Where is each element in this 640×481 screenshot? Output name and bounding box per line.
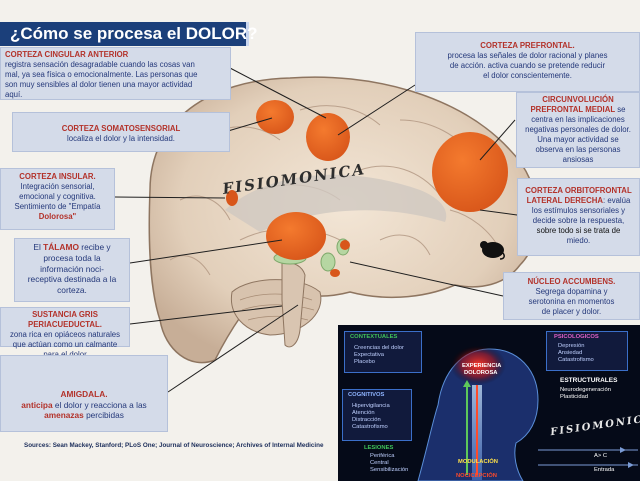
box-text: se xyxy=(615,104,626,114)
nocicepcion-label: NOCICEPCIÓN xyxy=(456,473,497,479)
box-line: mal, ya sea física o emocionalmente. Las… xyxy=(5,69,198,79)
box-text: el dolor y reacciona a las xyxy=(52,399,147,410)
page-title: ¿Cómo se procesa el DOLOR? xyxy=(10,24,258,43)
box-line: Integración sensorial, xyxy=(20,181,95,191)
box-sustancia-gris: SUSTANCIA GRIS PERIACUEDUCTAL. zona rica… xyxy=(0,307,130,359)
box-corteza-prefrontal: CORTEZA PREFRONTAL. procesa las señales … xyxy=(415,32,640,92)
box-line: zona rica en opiáceos naturales xyxy=(9,329,121,339)
estructurales-item: Neurodegeneración xyxy=(560,387,611,393)
head-silhouette xyxy=(417,345,638,481)
box-text: recibe y xyxy=(78,242,111,252)
box-line: información noci- xyxy=(40,263,104,274)
modulacion-label: MODULACIÓN xyxy=(458,459,498,465)
box-line: Dolorosa" xyxy=(38,211,77,221)
box-corteza-insular: CORTEZA INSULAR. Integración sensorial, … xyxy=(0,168,115,230)
box-talamo: El TÁLAMO recibe y procesa toda la infor… xyxy=(14,238,130,302)
cognitivos-item: Catastrofismo xyxy=(352,424,388,430)
contextuales-item: Expectativa xyxy=(354,352,384,358)
box-line: sobre todo si se trata de xyxy=(536,225,621,235)
box-heading: CORTEZA SOMATOSENSORIAL xyxy=(61,124,181,133)
box-line: serotonina en momentos xyxy=(528,296,615,306)
box-heading: TÁLAMO xyxy=(43,242,79,252)
estructurales-item: Plasticidad xyxy=(560,394,589,400)
box-line: aquí. xyxy=(5,89,23,99)
psicologicos-heading: PSICOLOGICOS xyxy=(554,334,599,340)
box-line: decide sobre la respuesta, xyxy=(532,215,625,225)
box-heading: CORTEZA CINGULAR ANTERIOR xyxy=(5,50,129,59)
box-line: Una mayor actividad se xyxy=(537,134,619,144)
box-corteza-somatosensorial: CORTEZA SOMATOSENSORIAL localiza el dolo… xyxy=(12,112,230,152)
box-heading: PERIACUEDUCTAL. xyxy=(28,319,102,329)
box-line: que actúan como un calmante xyxy=(12,339,118,349)
box-line: centra en las implicaciones xyxy=(531,114,625,124)
box-nucleo-accumbens: NÚCLEO ACCUMBENS. Segrega dopamina y ser… xyxy=(503,272,640,320)
box-line: corteza. xyxy=(57,285,87,295)
psicologicos-item: Ansiedad xyxy=(558,350,583,356)
box-text: anticipa xyxy=(21,399,53,410)
box-corteza-orbitofrontal: CORTEZA ORBITOFRONTAL LATERAL DERECHA: e… xyxy=(517,178,640,256)
psicologicos-panel xyxy=(546,331,628,371)
box-heading: NÚCLEO ACCUMBENS. xyxy=(527,277,616,286)
box-corteza-cingular: CORTEZA CINGULAR ANTERIOR registra sensa… xyxy=(0,47,231,100)
cognitivos-item: Distracción xyxy=(352,417,381,423)
box-heading: LATERAL DERECHA xyxy=(526,195,604,205)
box-heading: CORTEZA ORBITOFRONTAL xyxy=(525,186,632,195)
box-text: El xyxy=(33,242,44,252)
box-line: emocional y cognitiva. xyxy=(19,191,96,201)
box-line: negativas personales de dolor. xyxy=(525,124,631,134)
box-heading: PREFRONTAL MEDIAL xyxy=(530,104,616,114)
box-line: procesa las señales de dolor racional y … xyxy=(447,50,608,60)
box-line: de acción. activa cuando se pretende red… xyxy=(449,60,606,70)
lesiones-item: Periférica xyxy=(370,453,395,459)
box-line: para el dolor xyxy=(3,350,127,360)
estructurales-heading: ESTRUCTURALES xyxy=(560,377,618,384)
experiencia-label: DOLOROSA xyxy=(464,370,498,376)
box-line: observa en las personas xyxy=(535,144,621,154)
box-circunvolucion-prefrontal-medial: CIRCUNVOLUCIÓN PREFRONTAL MEDIAL se cent… xyxy=(516,92,640,168)
box-line: son muy sensibles al dolor tienen una ma… xyxy=(5,79,193,89)
lesiones-item: Sensibilización xyxy=(370,467,409,473)
contextuales-item: Creencias del dolor xyxy=(354,345,404,351)
mouse-silhouette-icon xyxy=(480,241,505,260)
box-amigdala: AMIGDALA. anticipa el dolor y reacciona … xyxy=(0,355,168,432)
lesiones-item: Central xyxy=(370,460,389,466)
cognitivos-heading: COGNITIVOS xyxy=(348,392,385,398)
sources-note: Sources: Sean Mackey, Stanford; PLoS One… xyxy=(24,442,324,449)
box-heading: CORTEZA INSULAR. xyxy=(19,172,96,181)
box-line: Sentimiento de "Empatía xyxy=(14,201,101,211)
box-line: registra sensación desagradable cuando l… xyxy=(5,59,195,69)
contextuales-item: Placebo xyxy=(354,359,375,365)
box-heading: SUSTANCIA GRIS xyxy=(32,310,98,319)
box-heading: CORTEZA PREFRONTAL. xyxy=(480,41,575,50)
inset-pain-modulation-diagram: CONTEXTUALES Creencias del dolor Expecta… xyxy=(338,325,640,481)
box-line: los estímulos sensoriales y xyxy=(531,205,626,215)
box-text: amenazas xyxy=(44,410,84,421)
box-line: receptiva destinada a la xyxy=(27,274,117,285)
box-line: de placer y dolor. xyxy=(541,306,602,316)
box-line: localiza el dolor y la intensidad. xyxy=(67,133,175,143)
title-bar: ¿Cómo se procesa el DOLOR? xyxy=(0,22,258,46)
box-line: procesa toda la xyxy=(43,252,101,263)
contextuales-heading: CONTEXTUALES xyxy=(350,334,398,340)
cognitivos-panel xyxy=(342,389,412,441)
box-line: miedo. xyxy=(566,235,591,245)
box-text: percibidas xyxy=(83,410,124,421)
psicologicos-item: Depresión xyxy=(558,343,585,349)
box-line: ansiosas xyxy=(562,154,594,164)
cognitivos-item: Atención xyxy=(352,410,375,416)
psicologicos-item: Catastrofismo xyxy=(558,357,594,363)
box-line: el dolor conscientemente. xyxy=(483,70,572,80)
box-line: Segrega dopamina y xyxy=(535,286,608,296)
legend-ab: A> C xyxy=(594,453,608,459)
experiencia-label: EXPERIENCIA xyxy=(462,363,502,369)
legend-entrada: Entrada xyxy=(594,467,615,473)
contextuales-panel xyxy=(344,331,422,373)
lesiones-heading: LESIONES xyxy=(364,445,394,451)
cognitivos-item: Hipervigilancia xyxy=(352,403,390,409)
box-heading: CIRCUNVOLUCIÓN xyxy=(542,95,614,104)
box-heading: AMIGDALA. xyxy=(60,389,108,399)
box-text: : evalúa xyxy=(603,195,631,205)
